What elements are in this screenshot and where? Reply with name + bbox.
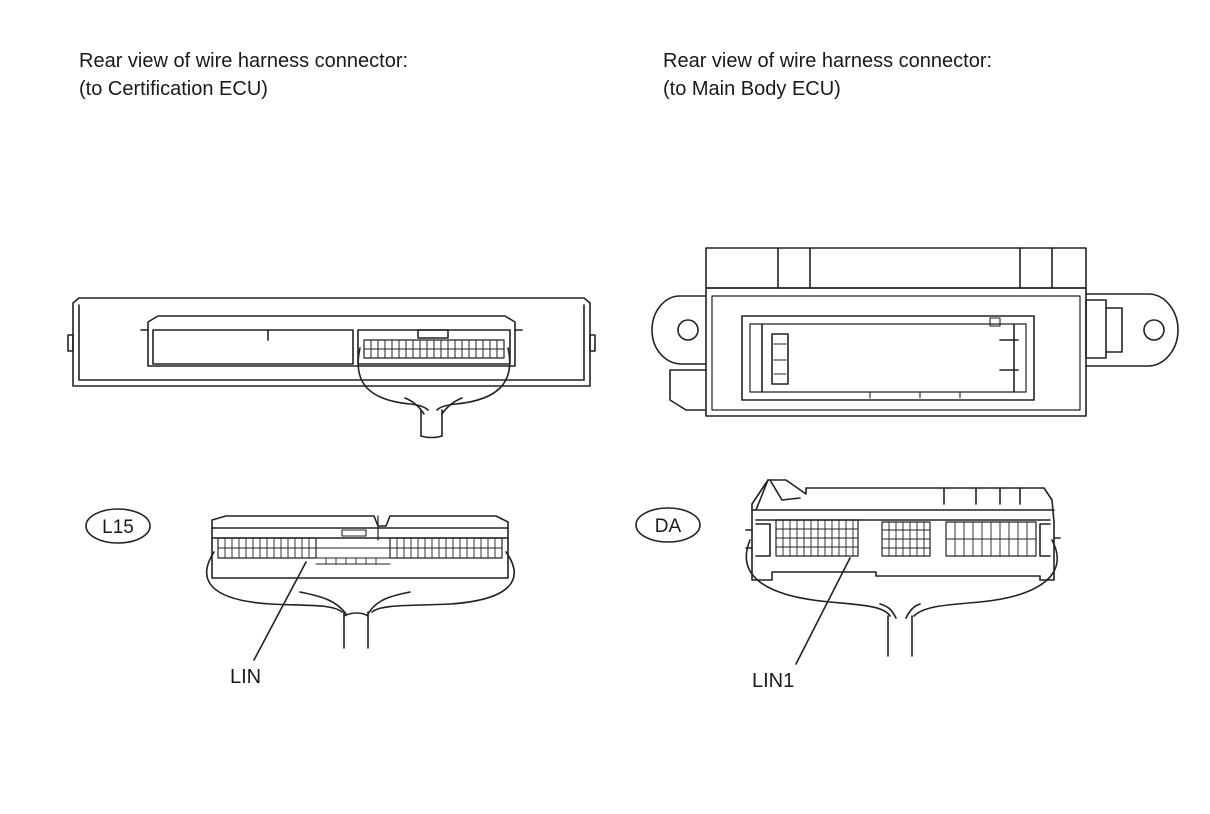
left-caption-line2: (to Certification ECU) [79,78,268,100]
l15-wire-bundle [205,551,515,649]
certification-ecu-wire-bundle [357,347,511,439]
l15-code-label: L15 [102,517,134,538]
right-caption-line1: Rear view of wire harness connector: [663,50,993,72]
da-pin-grid [775,519,1037,557]
l15-code-badge [85,508,151,544]
l15-pin-grid [217,537,503,565]
lin-leader-line [253,561,307,661]
main-body-ecu-housing [651,247,1179,417]
lin1-pin-label: LIN1 [752,670,794,692]
da-wire-bundle [745,539,1058,657]
l15-connector-body [211,515,509,579]
left-connector-caption: Rear view of wire harness connector: (to… [79,47,408,103]
left-caption-line1: Rear view of wire harness connector: [79,50,409,72]
right-connector-caption: Rear view of wire harness connector: (to… [663,47,992,103]
certification-ecu-housing [67,297,596,387]
da-code-label: DA [655,516,682,537]
right-caption-line2: (to Main Body ECU) [663,78,841,100]
lin-pin-label: LIN [230,666,261,688]
da-code-badge [635,507,701,543]
lin1-leader-line [795,557,851,665]
certification-ecu-pin-grid [363,339,505,359]
